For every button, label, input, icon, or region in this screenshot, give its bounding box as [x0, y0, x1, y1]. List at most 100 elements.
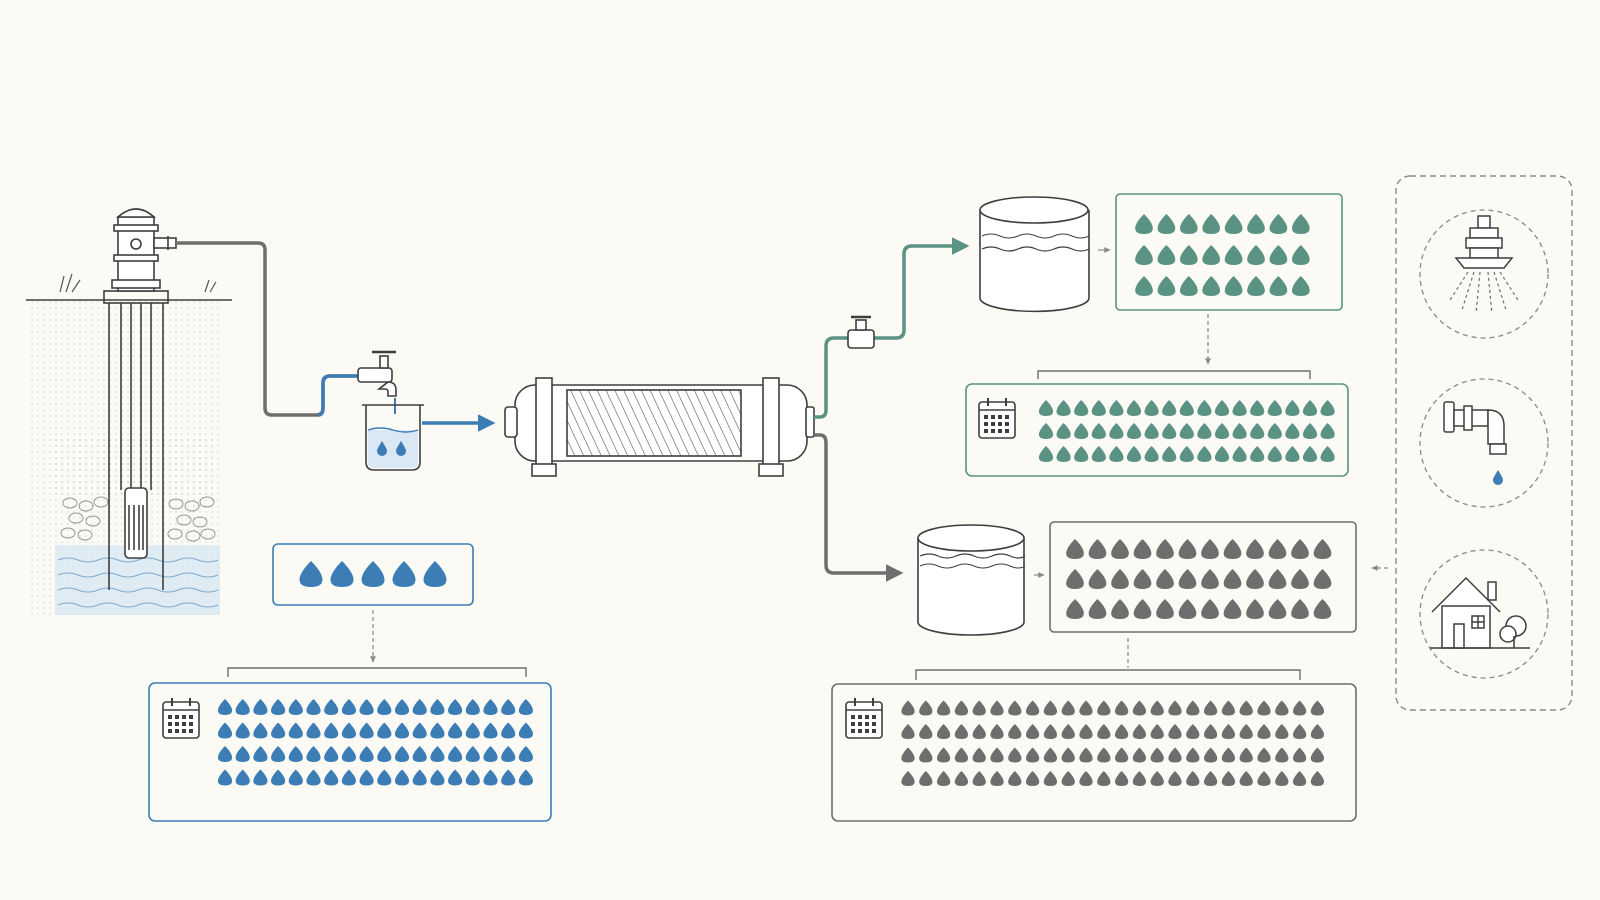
water-drop-icon	[1291, 245, 1310, 265]
water-drop-icon	[1097, 747, 1111, 763]
water-drop-icon	[306, 699, 321, 715]
water-drop-icon	[1132, 700, 1147, 716]
water-drop-icon	[1232, 423, 1247, 439]
calendar-icon	[162, 698, 200, 739]
water-drop-icon	[1091, 446, 1106, 462]
water-drop-icon	[1313, 539, 1332, 559]
water-drop-icon	[1079, 700, 1093, 716]
calendar-icon	[978, 398, 1016, 439]
water-drop-icon	[1197, 423, 1212, 439]
water-drop-icon	[1178, 539, 1197, 559]
pipe-concentrate	[814, 433, 904, 582]
water-drop-icon	[1178, 599, 1197, 619]
water-drop-icon	[1043, 771, 1058, 786]
water-drop-icon	[324, 722, 339, 739]
water-drop-icon	[1257, 700, 1271, 716]
water-drop-icon	[1268, 539, 1287, 559]
water-drop-icon	[1221, 700, 1236, 716]
membrane-filter-icon	[504, 377, 815, 477]
water-drop-icon	[430, 746, 445, 762]
water-drop-icon	[1179, 276, 1198, 296]
water-drop-icon	[1135, 245, 1153, 265]
water-drop-icon	[1285, 446, 1300, 462]
water-drop-icon	[235, 769, 250, 786]
water-drop-icon	[1135, 276, 1153, 296]
water-drop-icon	[501, 699, 516, 715]
water-drop-icon	[1061, 747, 1075, 763]
water-drop-icon	[217, 746, 233, 762]
water-drop-icon	[1144, 423, 1159, 439]
water-drop-icon	[1202, 214, 1221, 234]
water-drop-icon	[271, 769, 286, 786]
water-drop-icon	[1179, 423, 1194, 439]
water-drop-icon	[990, 724, 1004, 739]
water-drop-icon	[217, 769, 233, 786]
water-drop-icon	[1224, 245, 1243, 265]
water-drop-icon	[1313, 569, 1332, 589]
water-drop-icon	[1114, 700, 1129, 716]
concentrate-sample-drops	[1066, 539, 1332, 619]
water-drop-icon	[1126, 446, 1142, 462]
water-drop-icon	[1157, 245, 1176, 265]
calendar-icon	[845, 698, 883, 739]
water-drop-icon	[954, 771, 969, 786]
water-drop-icon	[235, 699, 250, 715]
water-drop-icon	[423, 561, 447, 587]
water-drop-icon	[1162, 423, 1177, 439]
water-drop-icon	[1268, 599, 1287, 619]
water-drop-icon	[990, 747, 1004, 763]
water-drop-icon	[1202, 245, 1221, 265]
water-drop-icon	[1038, 423, 1054, 439]
water-drop-icon	[1250, 400, 1265, 416]
water-drop-icon	[1202, 276, 1221, 296]
water-drop-icon	[1221, 771, 1236, 786]
water-drop-icon	[1157, 214, 1176, 234]
water-drop-icon	[288, 769, 303, 786]
water-drop-icon	[1267, 446, 1282, 462]
water-drop-icon	[990, 771, 1004, 786]
water-drop-icon	[1203, 771, 1218, 786]
water-drop-icon	[1214, 400, 1230, 416]
water-drop-icon	[1135, 214, 1153, 234]
water-drop-icon	[1203, 700, 1218, 716]
water-drop-icon	[330, 561, 354, 587]
water-drop-icon	[465, 769, 480, 786]
valve-icon	[847, 315, 875, 349]
water-drop-icon	[217, 699, 233, 715]
water-drop-icon	[1088, 569, 1107, 589]
water-drop-icon	[1168, 747, 1182, 763]
water-drop-icon	[1114, 724, 1129, 739]
water-drop-icon	[412, 699, 427, 715]
water-drop-icon	[1250, 423, 1265, 439]
water-drop-icon	[394, 722, 410, 739]
water-drop-icon	[1025, 700, 1040, 716]
water-drop-icon	[1214, 446, 1230, 462]
water-drop-icon	[1132, 771, 1147, 786]
water-drop-icon	[1109, 423, 1124, 439]
water-drop-icon	[217, 722, 233, 739]
water-drop-icon	[1275, 747, 1289, 763]
water-drop-icon	[1201, 539, 1219, 559]
water-drop-icon	[936, 747, 951, 763]
water-drop-icon	[341, 746, 356, 762]
water-drop-icon	[1269, 214, 1288, 234]
water-drop-icon	[253, 722, 268, 739]
water-drop-icon	[412, 769, 427, 786]
water-drop-icon	[1179, 400, 1194, 416]
concentrate-sample-box	[1049, 521, 1357, 633]
pipe-permeate	[814, 237, 970, 419]
water-drop-icon	[306, 746, 321, 762]
water-drop-icon	[448, 746, 463, 762]
water-drop-icon	[448, 699, 463, 715]
water-drop-icon	[1246, 599, 1264, 619]
water-drop-icon	[1214, 423, 1230, 439]
water-drop-icon	[1221, 724, 1236, 739]
water-drop-icon	[341, 769, 356, 786]
water-drop-icon	[501, 722, 516, 739]
water-drop-icon	[1292, 700, 1307, 716]
water-drop-icon	[341, 699, 356, 715]
water-drop-icon	[901, 771, 915, 786]
water-drop-icon	[271, 722, 286, 739]
water-drop-icon	[518, 769, 533, 786]
